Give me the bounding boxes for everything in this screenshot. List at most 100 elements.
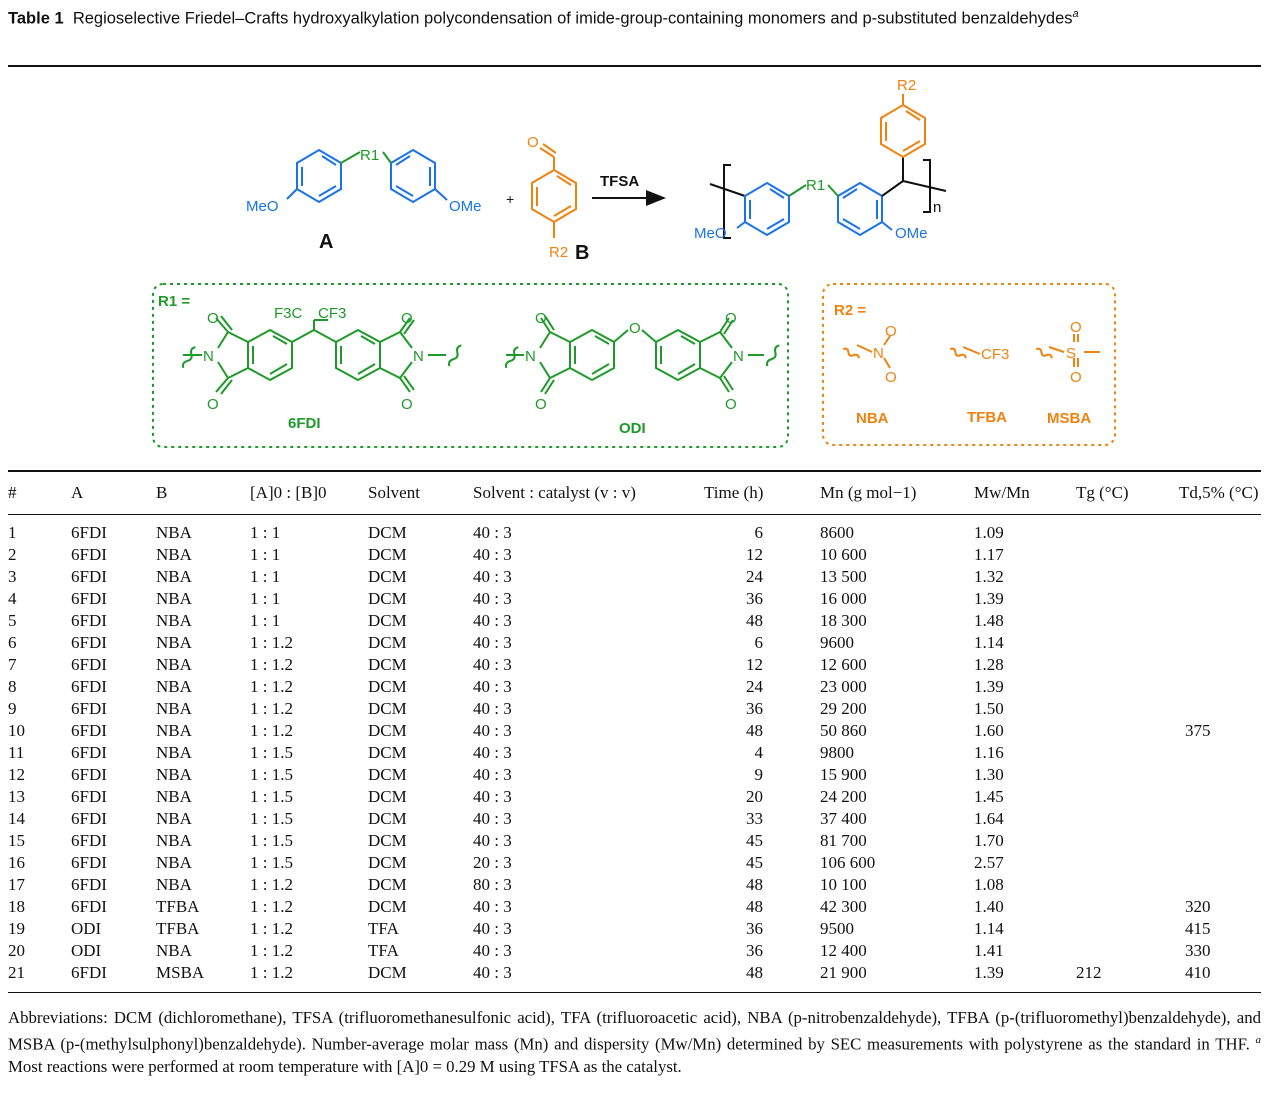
polymer-r1: R1 [806, 177, 825, 194]
top-rule [8, 65, 1261, 67]
cell-b: NBA [156, 523, 192, 542]
cell-tg [1076, 764, 1179, 786]
monomer-a-structure [286, 148, 448, 204]
r2-box-title: R2 = [834, 302, 866, 319]
msba-structure [1035, 334, 1100, 367]
cell-time: 45 [746, 853, 763, 872]
cell-solvent: TFA [368, 941, 399, 960]
nba-nitrogen: N [873, 345, 884, 362]
cell-ratio: 1 : 1.2 [250, 721, 293, 740]
cell-a: 6FDI [71, 633, 107, 652]
header-solvent-catalyst: Solvent : catalyst (v : v) [473, 483, 636, 502]
table-bottom-rule [8, 992, 1261, 993]
cell-time: 24 [746, 567, 763, 586]
cell-b: NBA [156, 589, 192, 608]
cell-ratio: 1 : 1.5 [250, 809, 293, 828]
cell-tg [1076, 874, 1179, 896]
monomer-a-label: A [319, 231, 333, 253]
cell-ratio: 1 : 1.2 [250, 919, 293, 938]
cell-a: ODI [71, 941, 102, 960]
cell-solvent-catalyst: 40 : 3 [473, 611, 512, 630]
cell-index: 4 [8, 589, 17, 608]
cell-dispersity: 1.70 [974, 831, 1004, 850]
cell-tg [1076, 632, 1179, 654]
cell-time: 48 [746, 611, 763, 630]
cell-tg [1076, 720, 1179, 742]
cell-solvent-catalyst: 40 : 3 [473, 633, 512, 652]
cell-ratio: 1 : 1.2 [250, 677, 293, 696]
odi-label: ODI [619, 420, 646, 437]
6fdi-nitrogen-right: N [413, 348, 424, 365]
cell-a: 6FDI [71, 655, 107, 674]
cell-ratio: 1 : 1.5 [250, 853, 293, 872]
cell-solvent-catalyst: 40 : 3 [473, 699, 512, 718]
cell-ratio: 1 : 1 [250, 611, 281, 630]
cell-ratio: 1 : 1.2 [250, 963, 293, 982]
cell-a: 6FDI [71, 787, 107, 806]
6fdi-oxygen-1: O [207, 310, 219, 327]
cell-mn: 8600 [820, 523, 854, 542]
cell-b: NBA [156, 853, 192, 872]
cell-tg [1076, 742, 1179, 764]
cell-time: 9 [754, 765, 764, 784]
cell-a: ODI [71, 919, 102, 938]
cell-tg [1076, 514, 1179, 544]
cell-solvent-catalyst: 40 : 3 [473, 941, 512, 960]
cell-dispersity: 1.08 [974, 875, 1004, 894]
cell-ratio: 1 : 1.2 [250, 699, 293, 718]
cell-dispersity: 1.14 [974, 919, 1004, 938]
cell-solvent: DCM [368, 699, 407, 718]
odi-nitrogen-right: N [733, 348, 744, 365]
msba-oxygen-2: O [1070, 369, 1082, 386]
6fdi-f3c: F3C [274, 305, 303, 322]
cell-solvent-catalyst: 80 : 3 [473, 875, 512, 894]
cell-a: 6FDI [71, 721, 107, 740]
cell-solvent-catalyst: 40 : 3 [473, 721, 512, 740]
cell-td [1179, 698, 1261, 720]
r1-group-box [152, 283, 789, 448]
cell-index: 16 [8, 853, 25, 872]
header-tg: Tg (°C) [1076, 483, 1129, 502]
cell-time: 36 [746, 919, 763, 938]
polymer-repeat-n: n [933, 199, 941, 216]
cell-dispersity: 1.39 [974, 963, 1004, 982]
cell-b: TFBA [156, 897, 200, 916]
cell-mn: 16 000 [820, 589, 867, 608]
cell-tg [1076, 610, 1179, 632]
cell-index: 3 [8, 567, 17, 586]
table-header-row: # A B [A]0 : [B]0 Solvent Solvent : cata… [8, 472, 1261, 514]
cell-dispersity: 1.39 [974, 677, 1004, 696]
6fdi-oxygen-2: O [207, 396, 219, 413]
cell-mn: 9500 [820, 919, 854, 938]
cell-dispersity: 1.16 [974, 743, 1004, 762]
cell-index: 20 [8, 941, 25, 960]
cell-time: 24 [746, 677, 763, 696]
cell-mn: 29 200 [820, 699, 867, 718]
6fdi-oxygen-4: O [401, 396, 413, 413]
header-a: A [71, 483, 84, 502]
cell-td: 410 [1185, 963, 1211, 982]
cell-time: 36 [746, 589, 763, 608]
cell-index: 10 [8, 721, 25, 740]
cell-a: 6FDI [71, 699, 107, 718]
cell-b: MSBA [156, 963, 205, 982]
cell-dispersity: 1.45 [974, 787, 1004, 806]
cell-td [1179, 874, 1261, 896]
cell-index: 15 [8, 831, 25, 850]
cell-index: 13 [8, 787, 25, 806]
cell-ratio: 1 : 1 [250, 589, 281, 608]
header-bottom-rule [8, 514, 1261, 515]
cell-td [1179, 786, 1261, 808]
cell-solvent-catalyst: 40 : 3 [473, 567, 512, 586]
reaction-scheme: R1 MeO OMe A + O R2 B TFSA [152, 77, 1116, 448]
